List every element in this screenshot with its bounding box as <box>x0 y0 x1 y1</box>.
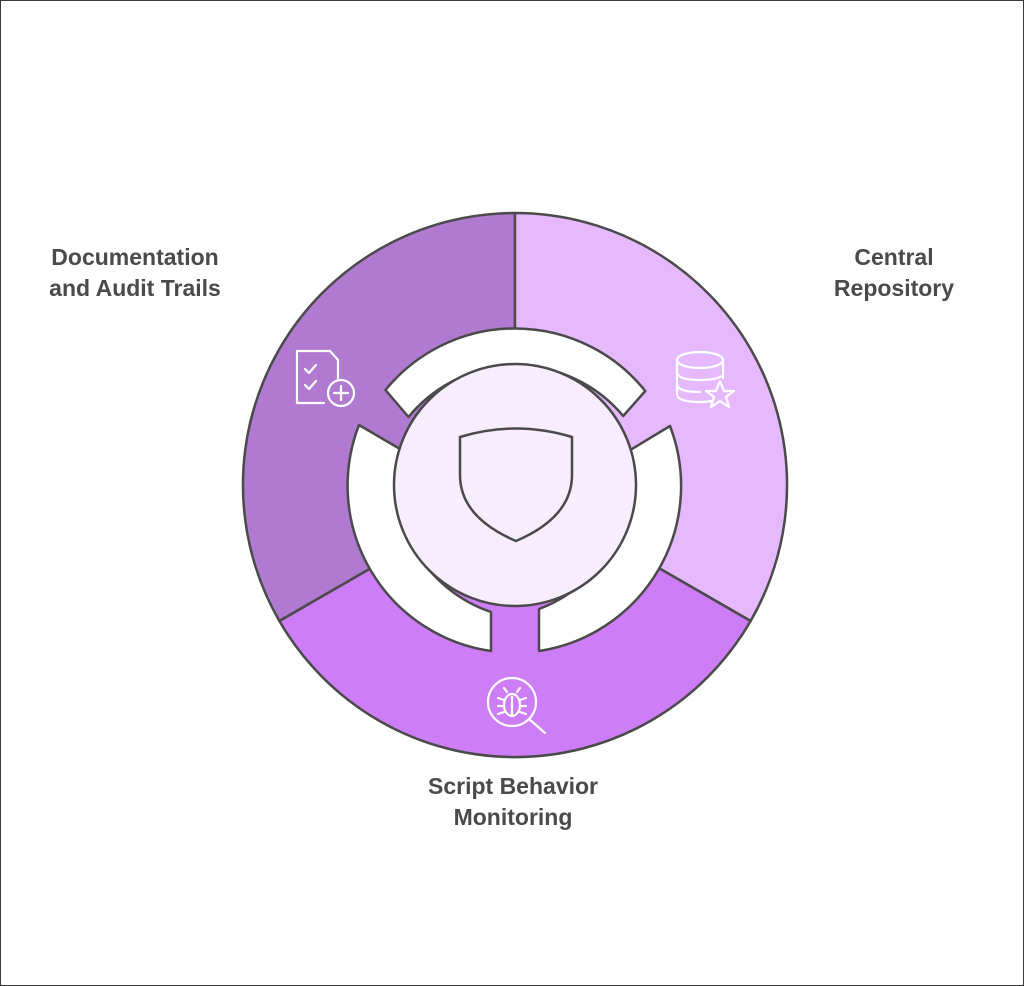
center-hub <box>392 362 638 608</box>
label-script-behavior-monitoring: Script Behavior Monitoring <box>428 773 598 830</box>
document-checklist-add-icon <box>295 349 356 408</box>
bug-magnifier-icon <box>486 676 547 735</box>
database-star-icon <box>675 350 736 409</box>
shield-icon <box>458 427 574 543</box>
label-documentation-and-audit-trails: Documentation and Audit Trails <box>49 244 221 301</box>
label-central-repository: Central Repository <box>833 244 955 301</box>
